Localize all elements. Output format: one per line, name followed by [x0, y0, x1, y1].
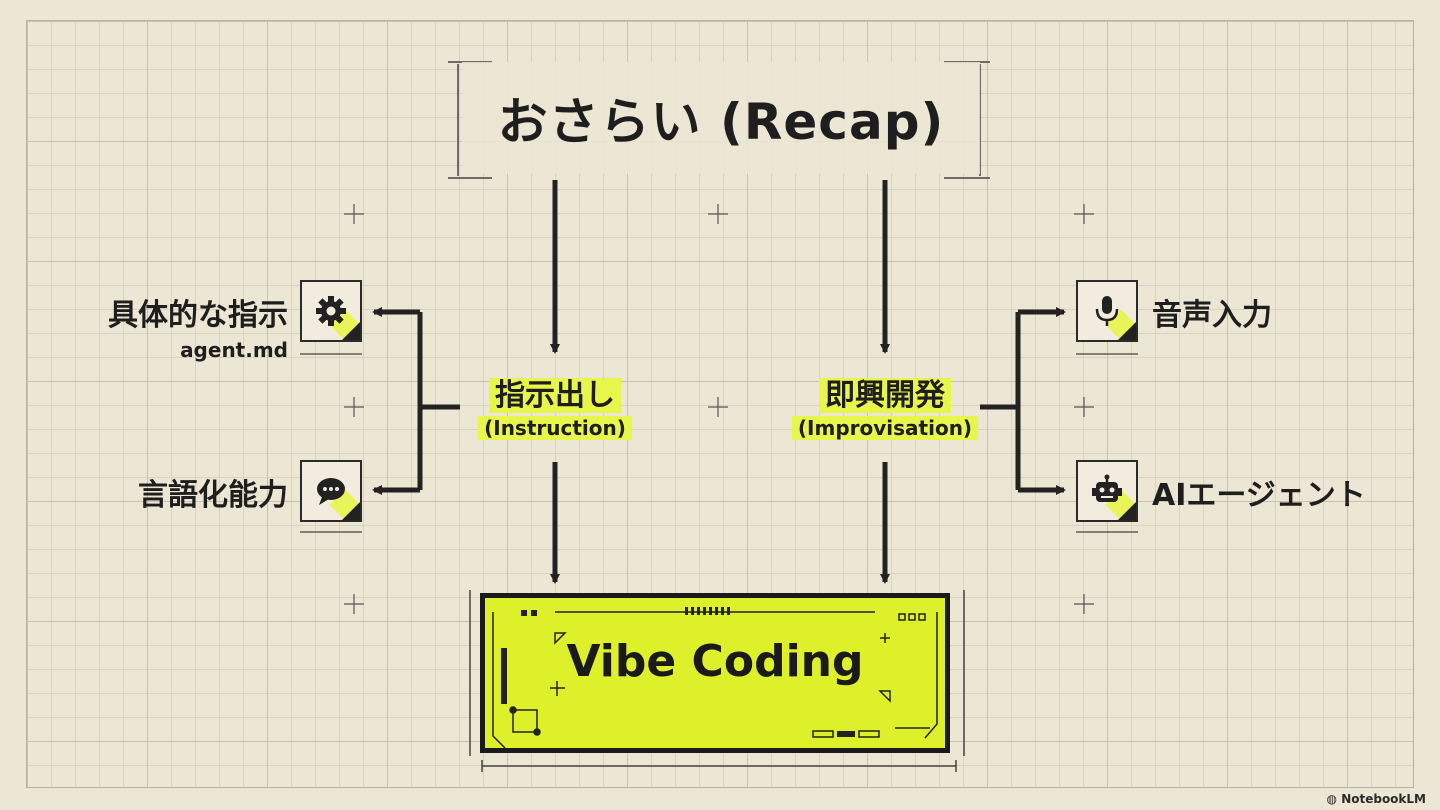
- ai-agent-label: AIエージェント: [1152, 478, 1366, 513]
- microphone-icon: [1076, 280, 1138, 342]
- notebooklm-logo-icon: ◍: [1326, 792, 1342, 806]
- agent-md-label: agent.md: [180, 338, 288, 362]
- node-improvisation-sub: (Improvisation): [791, 416, 979, 440]
- verbalization-label: 言語化能力: [138, 478, 288, 513]
- node-improvisation: 即興開発 (Improvisation): [778, 370, 992, 440]
- footer-brand: ◍ NotebookLM: [1327, 792, 1426, 806]
- voice-input-label: 音声入力: [1152, 298, 1272, 333]
- node-instruction-label: 指示出し: [489, 378, 621, 413]
- footer-brand-label: NotebookLM: [1341, 792, 1426, 806]
- node-improvisation-label: 即興開発: [819, 378, 951, 413]
- vibe-decoration: [492, 607, 938, 748]
- page-title: おさらい (Recap): [462, 62, 980, 174]
- node-instruction-sub: (Instruction): [478, 416, 632, 440]
- vibe-coding-label: Vibe Coding: [566, 636, 864, 687]
- concrete-instruction-label: 具体的な指示: [108, 298, 288, 333]
- node-instruction: 指示出し (Instruction): [470, 370, 640, 440]
- gear-icon: [300, 280, 362, 342]
- speech-bubble-icon: [300, 460, 362, 522]
- icon-dimension-marks: [300, 353, 1138, 533]
- robot-icon: [1076, 460, 1138, 522]
- vibe-coding-box: Vibe Coding: [480, 593, 950, 753]
- registration-marks: [344, 204, 1094, 614]
- vibe-dimension-marks: [469, 590, 965, 772]
